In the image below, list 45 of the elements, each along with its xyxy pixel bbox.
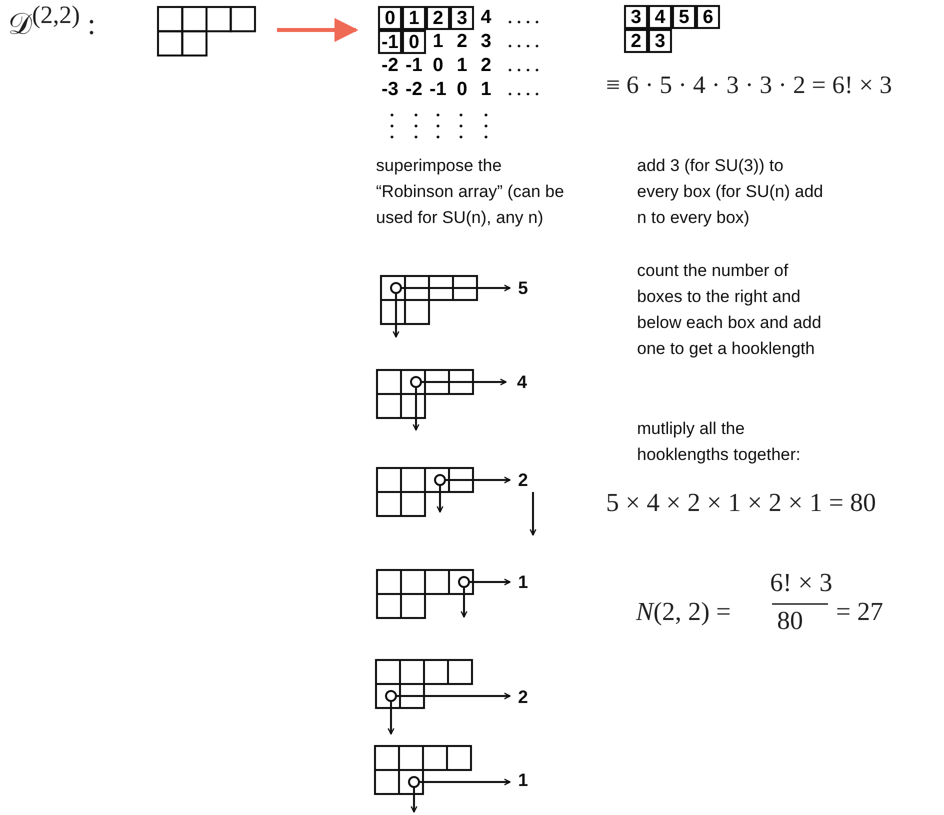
array-entry: 2: [480, 54, 492, 78]
hooklength-number: 2: [518, 687, 528, 708]
array-entry: 1: [480, 78, 492, 102]
array-entry: 0: [432, 54, 444, 78]
hooklength-number: 1: [518, 770, 528, 791]
hooklength-number: 5: [518, 278, 528, 299]
tableau-cell: 3: [624, 5, 648, 29]
array-entry: 1: [432, 30, 444, 54]
formula: = 27: [836, 597, 884, 627]
tableau-cell: -1: [378, 30, 402, 54]
array-entry: 4: [480, 6, 492, 30]
array-entry: -2: [404, 78, 424, 102]
formula: 5 × 4 × 2 × 1 × 2 × 1 = 80: [606, 488, 876, 518]
formula: N(2, 2) =: [636, 597, 731, 627]
young-diagram: [157, 6, 257, 58]
arrow: [277, 18, 358, 42]
tableau-cell: 5: [672, 5, 696, 29]
array-entry: 1: [456, 54, 468, 78]
array-entry: -2: [380, 54, 400, 78]
tableau-cell: 2: [426, 6, 450, 30]
array-entry: -1: [428, 78, 448, 102]
hooklength-number: 4: [517, 372, 528, 393]
array-entry: 0: [456, 78, 468, 102]
note-text: mutliply all the hooklengths together:: [637, 418, 802, 466]
array-entry: 3: [480, 30, 492, 54]
hooklength-number: 1: [518, 572, 528, 593]
note-text: superimpose the “Robinson array” (can be used for SU(n), any n): [376, 155, 566, 229]
tableau-cell: 0: [402, 30, 426, 54]
note-text: count the number of boxes to the right and below each box and add one to get a hooklength: [637, 260, 822, 360]
tableau-cell: 0: [378, 6, 402, 30]
tableau-cell: 6: [696, 5, 720, 29]
fraction-numerator: 6! × 3: [770, 568, 832, 598]
array-entry: -1: [404, 54, 424, 78]
array-entry: -3: [380, 78, 400, 102]
tableau-cell: 3: [648, 29, 672, 53]
formula: ≡ 6 · 5 · 4 · 3 · 3 · 2 = 6! × 3: [606, 72, 892, 101]
fraction-denominator: 80: [777, 606, 803, 636]
tableau-cell: 2: [624, 29, 648, 53]
array-entry: 2: [456, 30, 468, 54]
tableau-cell: 4: [648, 5, 672, 29]
note-text: add 3 (for SU(3)) to every box (for SU(n) add n to every box): [637, 155, 824, 229]
tableau-cell: 3: [450, 6, 474, 30]
diagram-name: 𝒟$^{(2,2)}$ :: [8, 2, 96, 42]
tableau-cell: 1: [402, 6, 426, 30]
hooklength-number: 2: [518, 470, 528, 491]
